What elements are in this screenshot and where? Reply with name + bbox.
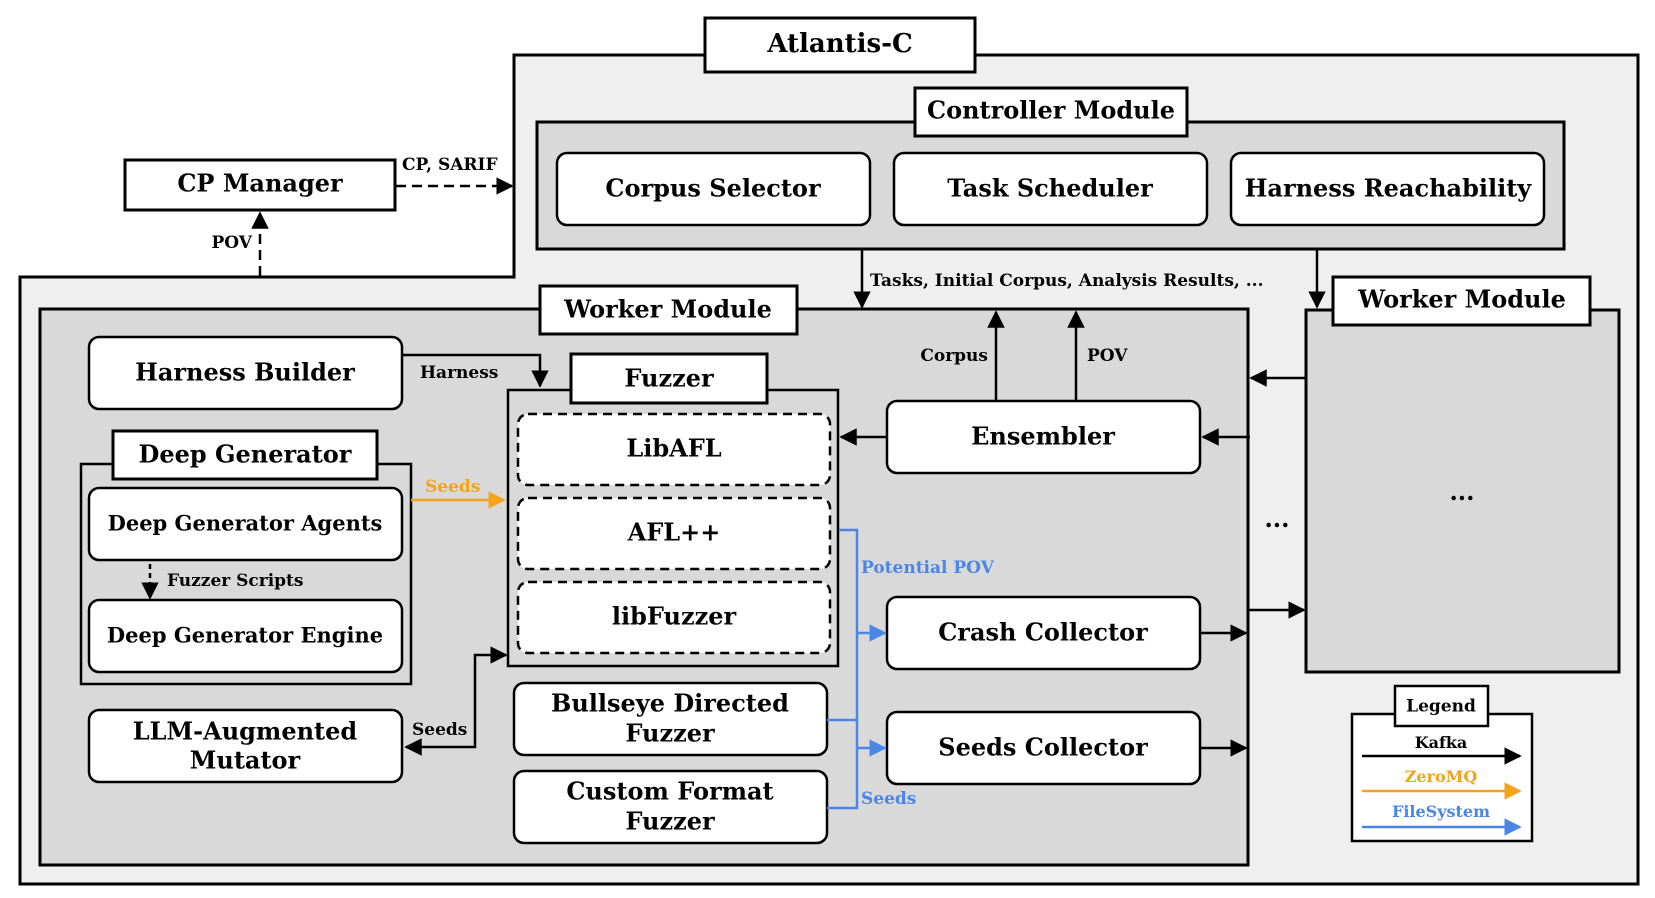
worker-title-box xyxy=(538,284,799,336)
llm-mutator-box xyxy=(87,708,404,784)
legend-title: Legend xyxy=(1406,697,1476,717)
harness-label: Harness xyxy=(420,363,498,383)
harness-reachability-label: Harness Reachability xyxy=(1245,174,1533,203)
seeds-fs-label: Seeds xyxy=(861,789,916,809)
bullseye-label-1: Bullseye Directed xyxy=(551,689,789,718)
llm-mutator-label-2: Mutator xyxy=(190,746,301,775)
libfuzzer-label: libFuzzer xyxy=(612,602,737,631)
between-ellipsis: ... xyxy=(1264,504,1289,533)
pov-label: POV xyxy=(1087,346,1128,366)
llm-seeds-label: Seeds xyxy=(412,720,467,740)
fuzzer-title: Fuzzer xyxy=(624,364,714,393)
harness-builder-box xyxy=(87,335,404,411)
llm-mutator-label-1: LLM-Augmented xyxy=(133,717,358,746)
seeds-collector-label: Seeds Collector xyxy=(938,733,1148,762)
deep-generator-engine-label: Deep Generator Engine xyxy=(107,623,383,648)
custom-format-label-1: Custom Format xyxy=(566,777,773,806)
corpus-selector-box xyxy=(555,151,872,227)
seeds-zeromq-label: Seeds xyxy=(425,477,480,497)
controller-title-box xyxy=(913,86,1189,138)
potential-pov-label: Potential POV xyxy=(861,558,995,578)
worker2-ellipsis: ... xyxy=(1449,477,1474,506)
deep-generator-title-box xyxy=(111,429,379,481)
legend-title-box xyxy=(1393,684,1490,728)
worker-module-2 xyxy=(1304,308,1621,674)
legend-box xyxy=(1350,712,1534,843)
harness-reachability-box xyxy=(1229,151,1546,227)
aflpp-box xyxy=(516,496,832,571)
deep-generator-agents-box xyxy=(87,486,404,562)
deep-generator-engine-box xyxy=(87,598,404,674)
cp-manager-box xyxy=(123,158,397,212)
aflpp-label: AFL++ xyxy=(627,518,721,547)
pov-up-label: POV xyxy=(212,233,253,253)
deep-generator-agents-label: Deep Generator Agents xyxy=(108,511,383,536)
libafl-label: LibAFL xyxy=(626,434,721,463)
seeds-collector-box xyxy=(885,710,1202,786)
llm-seeds-arrow xyxy=(404,646,508,756)
ensembler-label: Ensembler xyxy=(971,422,1115,451)
custom-format-label-2: Fuzzer xyxy=(625,807,715,836)
task-scheduler-box xyxy=(892,151,1209,227)
ensembler-box xyxy=(885,399,1202,475)
deep-generator-title: Deep Generator xyxy=(139,440,352,469)
atlantis-title: Atlantis-C xyxy=(766,29,912,59)
worker2-title-box xyxy=(1331,275,1592,327)
corpus-label: Corpus xyxy=(920,346,988,366)
worker-title: Worker Module xyxy=(563,295,772,324)
controller-title: Controller Module xyxy=(927,96,1175,125)
fuzzer-title-box xyxy=(569,352,769,405)
legend-kafka-label: Kafka xyxy=(1415,733,1468,752)
harness-arrow xyxy=(403,353,549,388)
potential-pov-line xyxy=(827,528,859,810)
cp-manager-label: CP Manager xyxy=(177,169,343,198)
atlantis-title-box xyxy=(703,16,977,74)
crash-collector-label: Crash Collector xyxy=(938,618,1148,647)
tasks-label: Tasks, Initial Corpus, Analysis Results,… xyxy=(870,271,1264,291)
task-scheduler-label: Task Scheduler xyxy=(947,174,1153,203)
libfuzzer-box xyxy=(516,580,832,655)
worker2-title: Worker Module xyxy=(1357,285,1566,314)
corpus-selector-label: Corpus Selector xyxy=(605,174,821,203)
bullseye-label-2: Fuzzer xyxy=(625,719,715,748)
cp-sarif-label: CP, SARIF xyxy=(402,155,498,175)
crash-collector-box xyxy=(885,595,1202,671)
libafl-box xyxy=(516,412,832,487)
harness-builder-label: Harness Builder xyxy=(135,358,355,387)
legend-zeromq-label: ZeroMQ xyxy=(1405,767,1478,786)
fuzzer-scripts-label: Fuzzer Scripts xyxy=(167,571,303,591)
legend-filesystem-label: FileSystem xyxy=(1392,802,1490,821)
